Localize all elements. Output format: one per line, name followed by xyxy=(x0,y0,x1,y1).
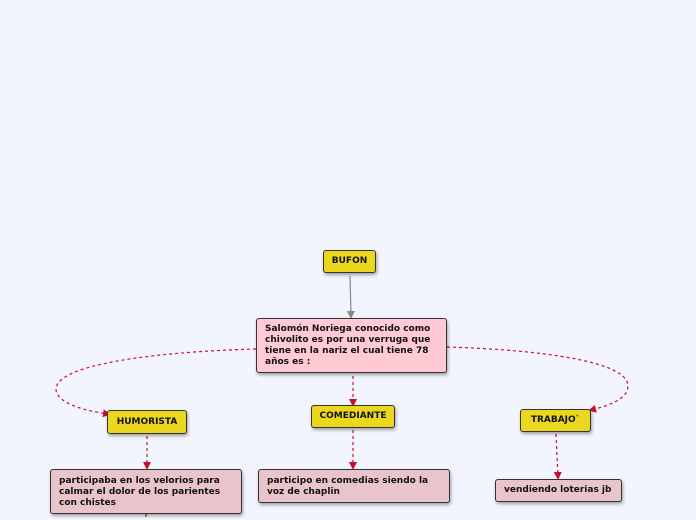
topic-humorista-label: HUMORISTA xyxy=(116,416,178,427)
topic-trabajo[interactable]: TRABAJO` xyxy=(520,409,591,432)
topic-bufon-label: BUFON xyxy=(331,256,368,266)
connector-trabajo-detail xyxy=(553,433,562,480)
topic-comediante-label: COMEDIANTE xyxy=(319,411,387,421)
main-description[interactable]: Salomón Noriega conocido como chivolito … xyxy=(256,318,447,373)
connector-bufon-main xyxy=(346,275,355,319)
comediante-detail-text: participo en comedias siendo la voz de c… xyxy=(267,476,429,497)
trabajo-detail-text: vendiendo loterias jb xyxy=(504,485,612,495)
comediante-detail[interactable]: participo en comedias siendo la voz de c… xyxy=(258,469,450,503)
connector-main-humorista xyxy=(55,348,257,418)
humorista-detail-text: participaba en los velorios para calmar … xyxy=(59,476,221,508)
topic-trabajo-label: TRABAJO` xyxy=(530,415,581,425)
topic-bufon[interactable]: BUFON xyxy=(323,250,376,273)
topic-humorista[interactable]: HUMORISTA xyxy=(107,410,187,434)
trabajo-detail[interactable]: vendiendo loterias jb xyxy=(495,479,622,502)
humorista-detail[interactable]: participaba en los velorios para calmar … xyxy=(50,469,242,514)
topic-comediante[interactable]: COMEDIANTE xyxy=(311,405,395,428)
connector-main-trabajo xyxy=(446,346,629,413)
main-description-text: Salomón Noriega conocido como chivolito … xyxy=(265,324,431,367)
